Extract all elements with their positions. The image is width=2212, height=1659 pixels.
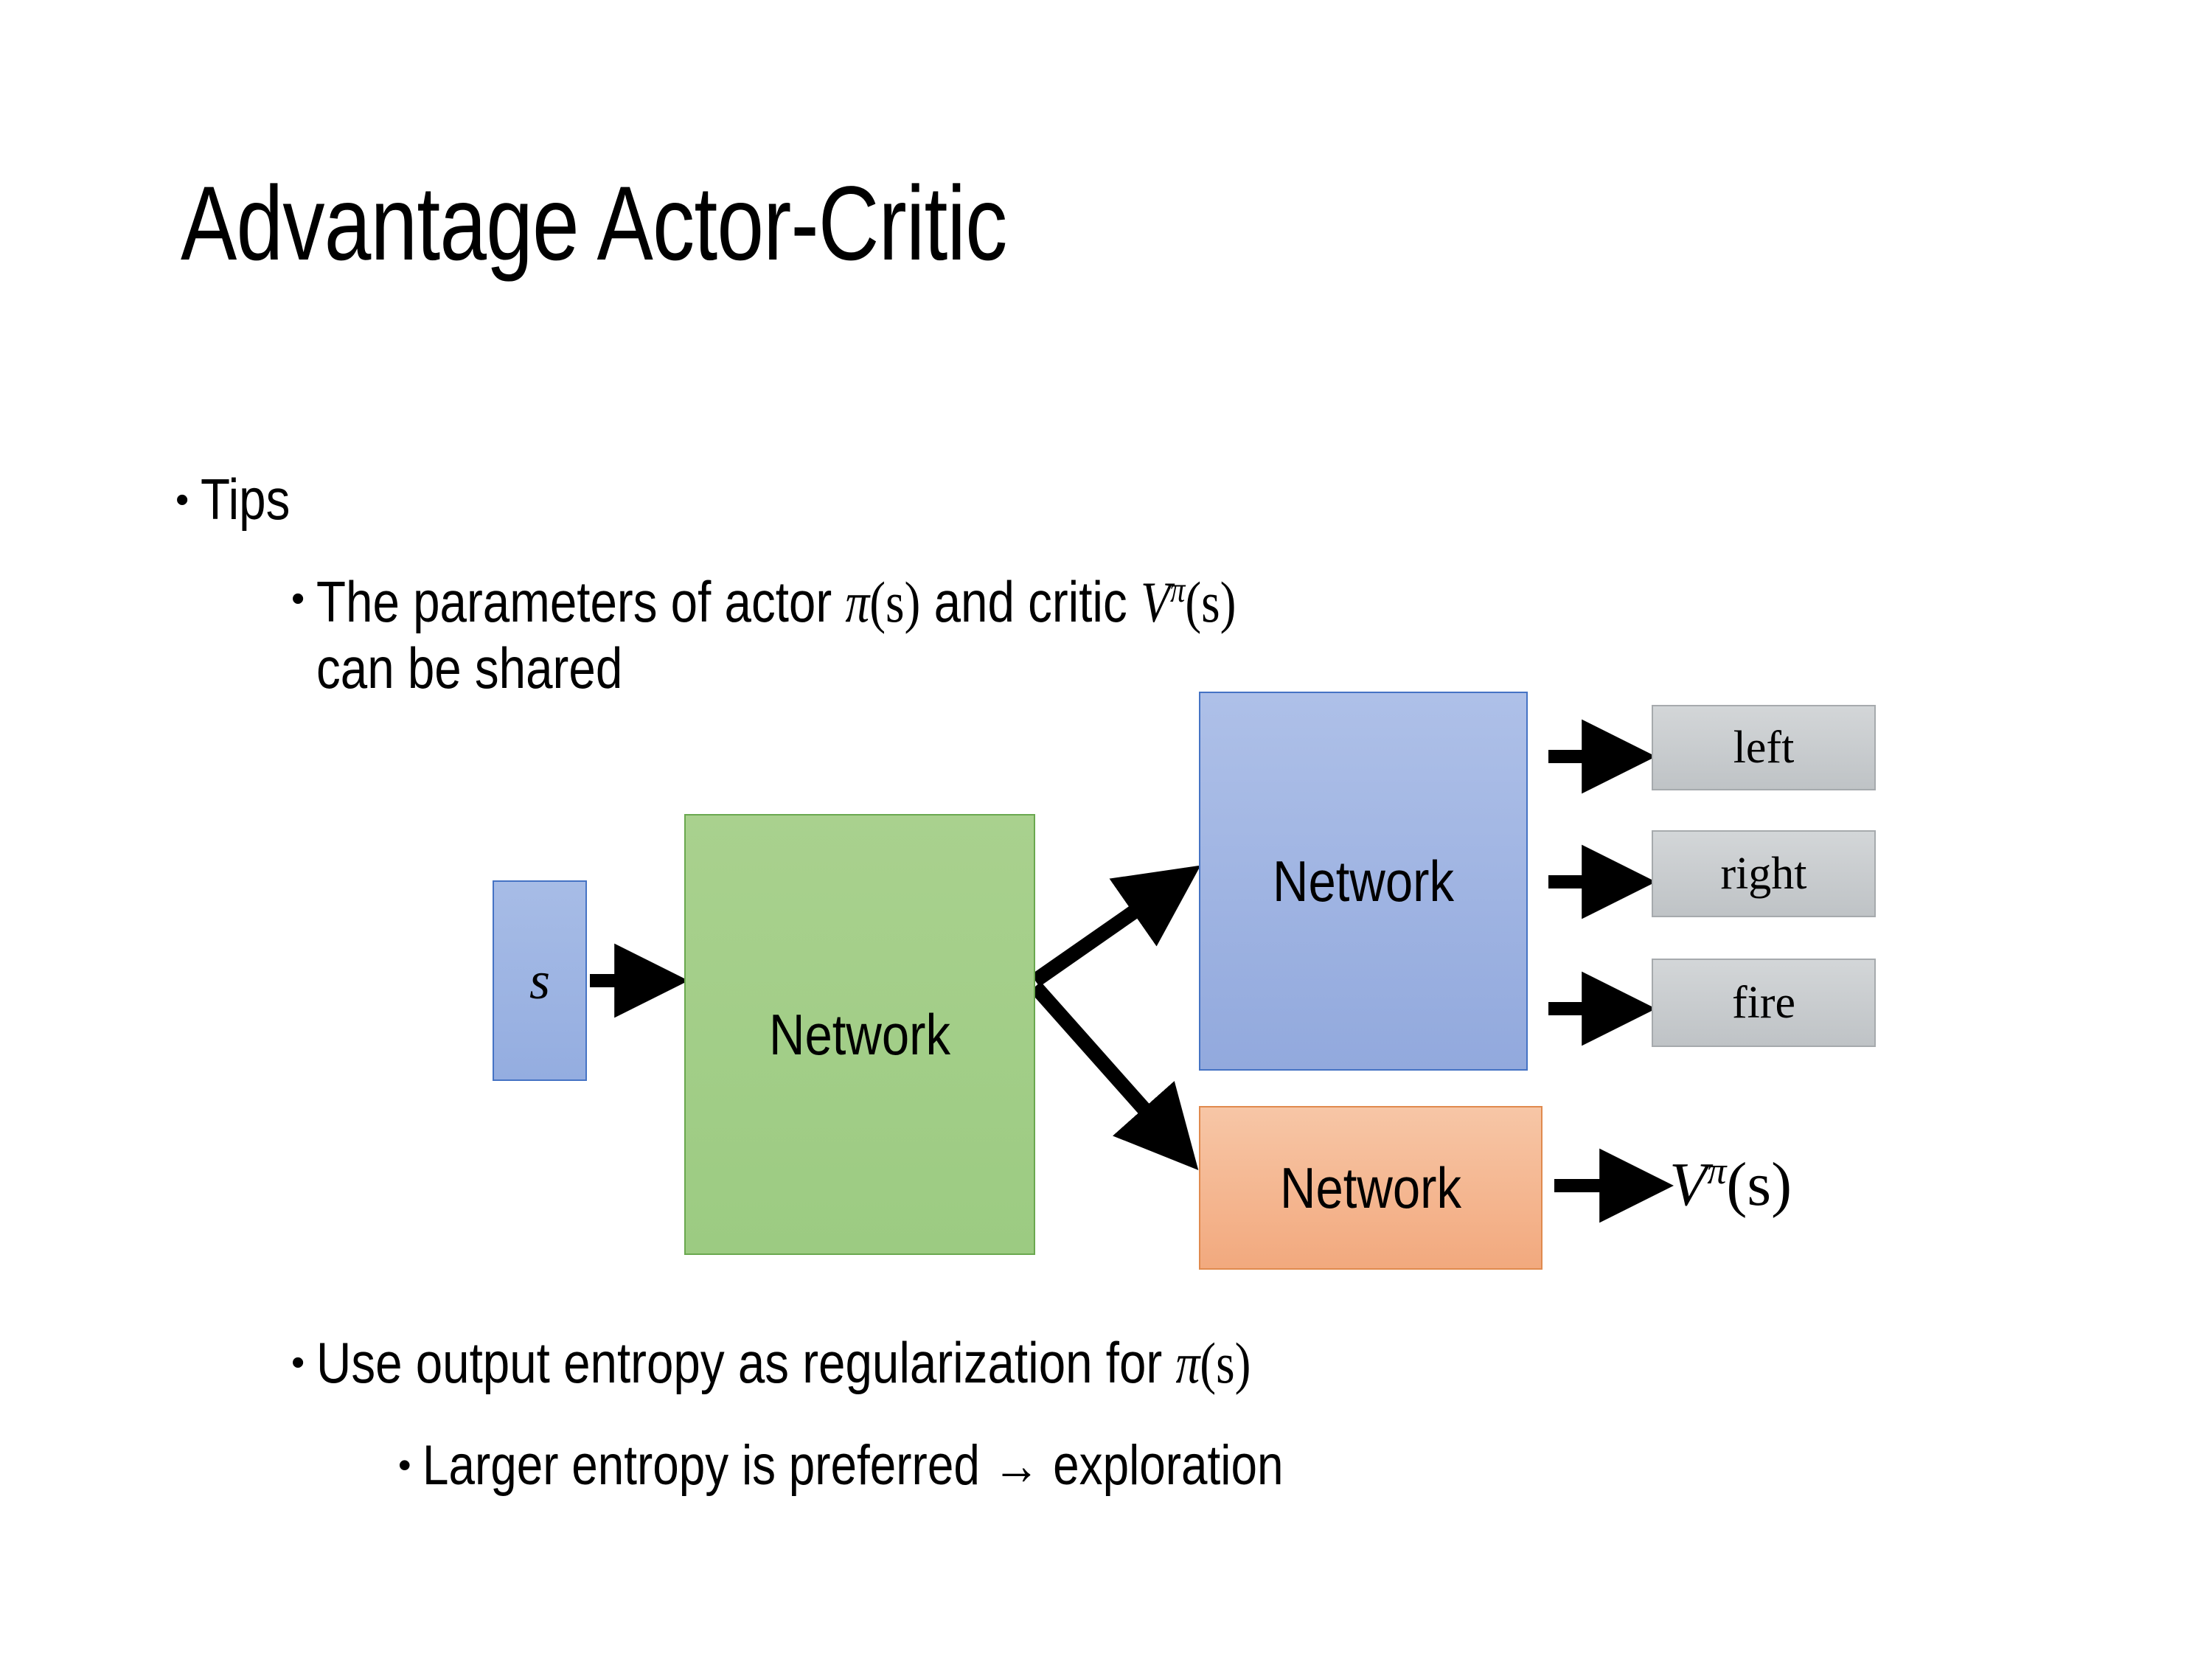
bullet-shared-parameters: • The parameters of actor π(s) and criti… [291,569,1411,701]
bullet-larger-entropy-label: Larger entropy is preferred → exploratio… [422,1434,1283,1497]
action-box-fire[interactable]: fire [1652,959,1876,1047]
critic-output-value: Vπ(s) [1669,1149,1792,1220]
action-box-right[interactable]: right [1652,830,1876,917]
action-box-left[interactable]: left [1652,705,1876,790]
action-label-fire: fire [1731,977,1796,1028]
action-label-right: right [1720,848,1807,899]
policy-arg: (s) [869,570,921,634]
state-input-box[interactable]: s [493,880,587,1081]
policy-math-inline-1: π(s) [845,570,920,634]
critic-output-arg: (s) [1726,1150,1792,1219]
actor-network-label: Network [1272,848,1455,914]
value-symbol: V [1140,570,1170,634]
actor-network-box[interactable]: Network [1199,692,1528,1071]
bullet-tips-label: Tips [200,467,291,532]
arrow-shared-to-critic [1029,981,1199,1170]
arrow-shared-to-actor [1031,865,1201,987]
bullet-marker-icon: • [398,1444,411,1486]
policy-symbol: π [845,570,870,634]
bullet-entropy-regularization: • Use output entropy as regularization f… [291,1330,1429,1395]
bullet-marker-icon: • [291,1341,305,1384]
policy-symbol: π [1175,1331,1200,1395]
page-title: Advantage Actor-Critic [181,165,1007,282]
state-input-label: s [529,950,551,1010]
entropy-text-prefix: Use output entropy as regularization for [316,1330,1176,1395]
value-math-inline-1: Vπ(s) [1141,570,1237,634]
bullet-marker-icon: • [175,479,189,521]
critic-output-symbol: V [1669,1150,1708,1219]
bullet-entropy-text: Use output entropy as regularization for… [316,1330,1251,1395]
policy-arg: (s) [1200,1331,1251,1395]
shared-params-line1-mid: and critic [920,569,1141,634]
shared-network-label: Network [768,1001,951,1067]
value-arg: (s) [1185,570,1237,634]
shared-params-line1-prefix: The parameters of actor [316,569,846,634]
shared-params-line2: can be shared [316,635,623,700]
shared-network-box[interactable]: Network [684,814,1035,1255]
critic-network-label: Network [1279,1155,1462,1220]
bullet-larger-entropy: • Larger entropy is preferred → explorat… [398,1436,1447,1495]
policy-math-inline-2: π(s) [1175,1331,1251,1395]
bullet-marker-icon: • [291,577,305,620]
bullet-tips: • Tips [175,470,307,528]
critic-network-box[interactable]: Network [1199,1106,1543,1270]
value-superscript: π [1169,571,1186,610]
critic-output-superscript: π [1707,1150,1727,1192]
action-label-left: left [1733,722,1795,773]
bullet-shared-parameters-text: The parameters of actor π(s) and critic … [316,569,1236,701]
